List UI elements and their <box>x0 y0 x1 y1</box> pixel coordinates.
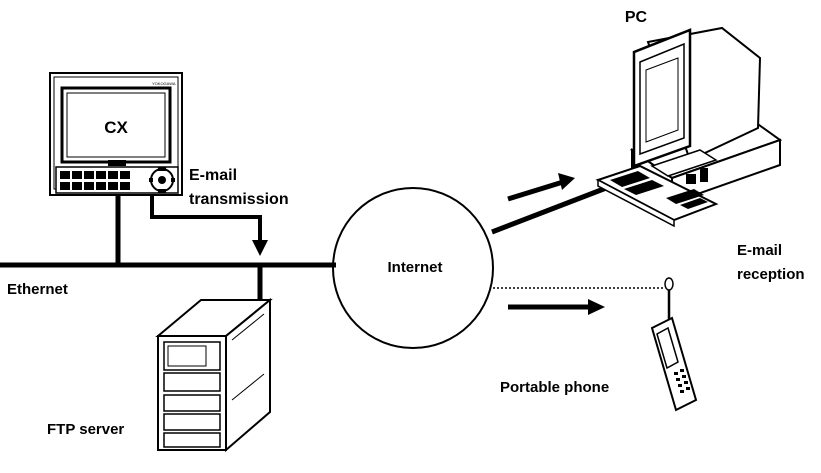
cx-brand-text: YOKOGAWA <box>152 81 176 86</box>
portable-phone-icon <box>650 277 698 412</box>
email-transmission-label-line1: E-mail <box>189 167 237 184</box>
pc-label: PC <box>625 9 648 26</box>
email-reception-label-line2: reception <box>737 266 805 283</box>
phone-reception-arrowhead <box>588 299 605 315</box>
cx-device-icon: YOKOGAWA <box>49 72 183 196</box>
portable-phone-label: Portable phone <box>500 379 609 396</box>
ftp-server-label: FTP server <box>47 421 124 438</box>
email-transmission-arrow <box>150 195 262 243</box>
pc-reception-arrow <box>507 179 564 202</box>
internet-label: Internet <box>387 259 442 276</box>
pc-reception-arrowhead <box>558 173 575 190</box>
email-transmission-arrowhead <box>252 240 268 256</box>
internet-circle <box>332 187 494 349</box>
pc-icon <box>595 26 783 228</box>
email-reception-label-line1: E-mail <box>737 242 782 259</box>
email-transmission-label-line2: transmission <box>189 191 289 208</box>
ethernet-label: Ethernet <box>7 281 68 298</box>
internet-pc-connection <box>491 182 615 235</box>
ftp-server-icon <box>155 297 273 453</box>
cx-label: CX <box>104 118 128 137</box>
